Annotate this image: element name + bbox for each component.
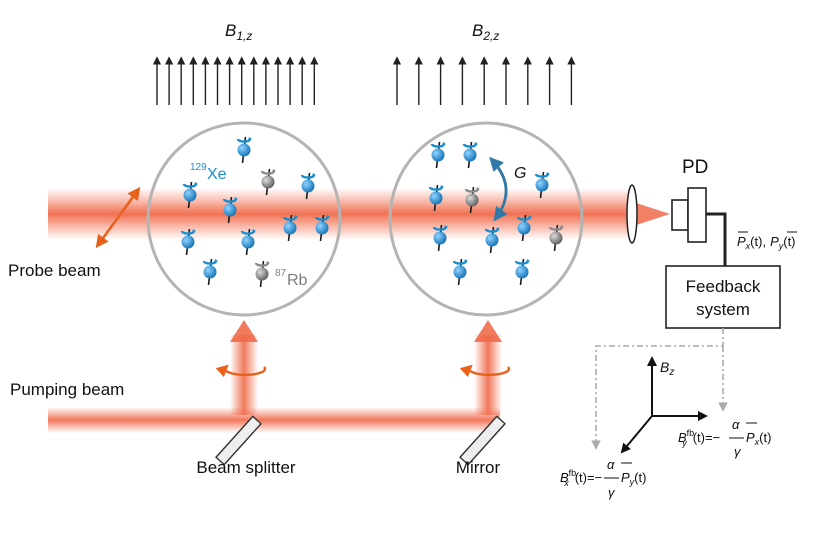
svg-text:γ: γ <box>734 444 742 459</box>
svg-text:α: α <box>607 457 615 472</box>
bz-axis-label: Bz <box>660 359 674 378</box>
svg-text:Px(t): Px(t) <box>746 430 771 447</box>
xe-atom <box>430 140 448 170</box>
svg-text:α: α <box>732 417 740 432</box>
circular-polarization-icon-1 <box>215 364 267 378</box>
pumping-beam-label: Pumping beam <box>10 380 124 399</box>
xe-atom <box>180 227 198 257</box>
linear-polarization-icon <box>95 186 141 249</box>
mirror-label: Mirror <box>456 458 501 477</box>
feedback-label-line1: Feedback <box>686 277 761 296</box>
feedback-line-x <box>591 328 724 450</box>
gradient-label: G <box>514 165 526 182</box>
b2-field-arrows <box>392 56 576 105</box>
svg-text:Px(t),Py(t): Px(t),Py(t) <box>737 234 796 251</box>
pump-beam-arrow-1 <box>230 320 258 342</box>
signal-labels: Px(t),Py(t) <box>737 231 797 251</box>
xe-label: Xe <box>207 166 227 183</box>
pumping-beam <box>48 407 500 433</box>
xe-atom <box>202 257 220 287</box>
photodetector <box>671 187 727 266</box>
xe-atom <box>452 257 470 287</box>
feedback-system-box <box>665 265 781 329</box>
vapor-cell-2 <box>388 121 584 317</box>
rb-atom <box>548 223 566 253</box>
rb-label: Rb <box>287 272 308 289</box>
xe-mass-number: 129 <box>190 162 207 173</box>
xe-atom <box>432 223 450 253</box>
svg-text:γ: γ <box>608 485 616 500</box>
lens-icon <box>626 184 638 244</box>
probe-beam-label: Probe beam <box>8 261 101 280</box>
b2-label: B2,z <box>472 21 499 43</box>
beam-splitter-label: Beam splitter <box>196 458 296 477</box>
coordinate-axes <box>620 356 708 454</box>
xe-atom <box>240 227 258 257</box>
pump-beam-arrow-2 <box>474 320 502 342</box>
circular-polarization-icon-2 <box>459 364 511 378</box>
xe-atom <box>462 140 480 170</box>
xe-atom <box>484 225 502 255</box>
b1-label: B1,z <box>225 21 252 43</box>
vapor-cell-1 <box>146 121 342 317</box>
b1-field-arrows <box>152 56 319 105</box>
svg-text:Py(t): Py(t) <box>621 470 646 487</box>
xe-atom <box>236 135 254 165</box>
pd-label: PD <box>682 157 708 178</box>
feedback-label-line2: system <box>696 300 750 319</box>
beam-splitter <box>215 415 262 466</box>
gradient-arrow-icon <box>489 156 508 222</box>
rb-atom <box>254 259 272 289</box>
mirror <box>459 415 506 466</box>
probe-beam-focus <box>633 202 670 226</box>
xe-atom <box>514 257 532 287</box>
rb-mass-number: 87 <box>275 268 287 279</box>
